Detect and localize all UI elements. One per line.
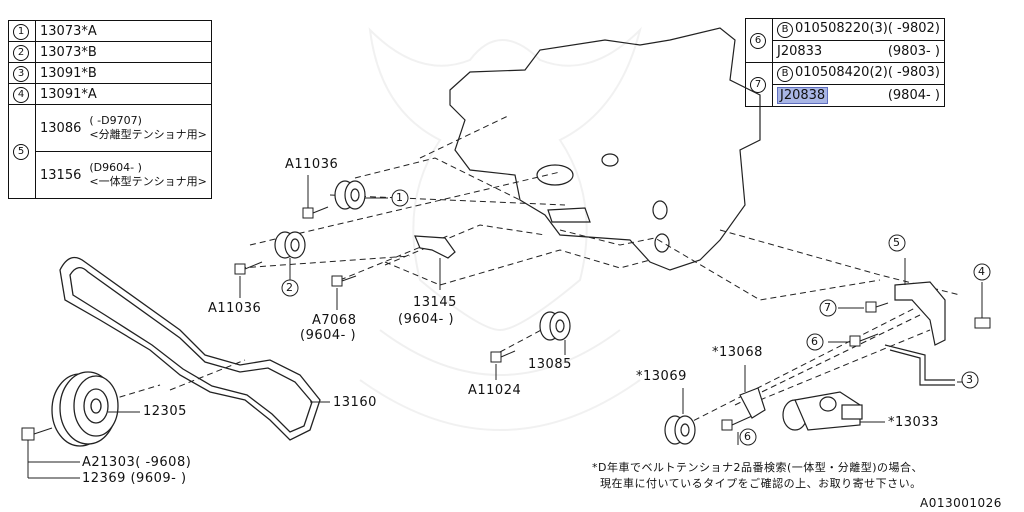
bolt-a21303[interactable] <box>21 427 53 441</box>
part-number: J20833 <box>777 44 823 59</box>
part-range: (9804- ) <box>887 88 940 103</box>
idler-pulley-13069[interactable] <box>664 415 696 445</box>
idler-pulley-1[interactable] <box>334 180 366 210</box>
bolt-a7068[interactable] <box>331 275 357 287</box>
parts-row-6b[interactable]: J20833 (9803- ) <box>746 40 945 63</box>
callout-1: 1 <box>396 191 404 204</box>
label-a11024[interactable]: A11024 <box>468 383 522 398</box>
idler-pulley-13085[interactable] <box>539 311 571 341</box>
part-number: 13073*A <box>40 23 97 39</box>
bolt-a11036-top[interactable] <box>302 206 329 219</box>
part-number: 13091*A <box>40 86 97 102</box>
callout-6b: 6 <box>744 430 752 443</box>
tensioner-bracket-5[interactable] <box>894 281 946 346</box>
bolt-callout-6a[interactable] <box>849 333 879 347</box>
bolt-callout-6b[interactable] <box>721 415 753 431</box>
part-number: 13073*B <box>40 44 97 60</box>
dashed-guides <box>109 114 961 426</box>
parts-row-3[interactable]: 3 13091*B <box>8 62 212 84</box>
footnote-line-2: 現在車に付いているタイプをご確認の上、お取り寄せ下さい。 <box>600 477 922 490</box>
part-number-line1: 010508220(3)( -9802) <box>795 21 940 36</box>
part-4[interactable] <box>974 317 991 329</box>
footnote-line-1: *D年車でベルトテンショナ2品番検索(一体型・分離型)の場合、 <box>592 461 924 474</box>
ref-number-7: 7 <box>750 77 766 93</box>
part-range: (D9604- ) <box>89 161 142 174</box>
ref-number-4: 4 <box>13 86 29 103</box>
part-note: <一体型テンショナ用> <box>89 175 207 188</box>
label-13085[interactable]: 13085 <box>528 357 572 372</box>
label-13145-range: (9604- ) <box>398 312 455 327</box>
part-number-line1: 010508420(2)( -9803) <box>795 65 940 80</box>
label-a7068[interactable]: A7068 <box>312 313 357 328</box>
label-13033[interactable]: *13033 <box>888 415 939 430</box>
label-12369[interactable]: 12369 (9609- ) <box>82 471 187 486</box>
callout-2: 2 <box>286 281 294 294</box>
ref-number-5: 5 <box>13 144 29 160</box>
bolt-a11024[interactable] <box>490 350 516 363</box>
engine-block <box>449 27 761 271</box>
parts-row-5a[interactable]: 5 13086 ( -D9707) <分離型テンショナ用> <box>8 104 212 199</box>
b-mark-icon: B <box>777 22 793 38</box>
label-a7068-range: (9604- ) <box>300 328 357 343</box>
ref-number-1: 1 <box>13 23 29 40</box>
part-note: <分離型テンショナ用> <box>89 128 207 141</box>
parts-row-2[interactable]: 2 13073*B <box>8 41 212 63</box>
part-range: ( -D9707) <box>89 114 142 127</box>
label-a11036-bottom[interactable]: A11036 <box>208 301 262 316</box>
part-number: 13086 <box>40 120 82 136</box>
bracket-13068[interactable] <box>739 387 766 419</box>
label-13068[interactable]: *13068 <box>712 345 763 360</box>
diagram-code: A013001026 <box>920 496 1002 510</box>
callout-7: 7 <box>824 301 832 314</box>
ref-number-3: 3 <box>13 65 29 82</box>
crank-pulley-12305[interactable] <box>51 371 119 447</box>
ref-number-2: 2 <box>13 44 29 61</box>
watermark-emblem <box>359 26 642 431</box>
parts-row-7b[interactable]: J20838 (9804- ) <box>746 84 945 107</box>
part-number: 13091*B <box>40 65 97 81</box>
parts-table-left: 1 13073*A 2 13073*B 3 13091*B 4 13091*A … <box>8 20 212 199</box>
bracket-3[interactable] <box>884 344 955 386</box>
bolt-callout-7[interactable] <box>865 301 889 313</box>
idler-pulley-2[interactable] <box>274 231 306 259</box>
label-13145[interactable]: 13145 <box>413 295 457 310</box>
highlighted-part-number[interactable]: J20838 <box>777 87 829 104</box>
label-13069[interactable]: *13069 <box>636 369 687 384</box>
timing-belt-13160[interactable] <box>59 256 321 441</box>
leader-lines <box>27 175 983 479</box>
part-number: 13156 <box>40 167 82 183</box>
label-a11036-top[interactable]: A11036 <box>285 157 339 172</box>
parts-row-5b[interactable]: 13156 (D9604- ) <一体型テンショナ用> <box>9 151 212 199</box>
ref-number-6: 6 <box>750 33 766 49</box>
callout-3: 3 <box>966 373 974 386</box>
bolt-a11036-bottom[interactable] <box>234 261 263 275</box>
callout-6a: 6 <box>811 335 819 348</box>
callout-4: 4 <box>978 265 986 278</box>
label-13160[interactable]: 13160 <box>333 395 377 410</box>
callout-circles <box>281 189 991 446</box>
label-12305[interactable]: 12305 <box>143 404 187 419</box>
tensioner-13033[interactable] <box>782 391 863 431</box>
label-a21303[interactable]: A21303( -9608) <box>82 455 192 470</box>
b-mark-icon: B <box>777 66 793 82</box>
bracket-13145[interactable] <box>414 235 456 259</box>
part-range: (9803- ) <box>887 44 940 59</box>
callout-5: 5 <box>893 236 901 249</box>
